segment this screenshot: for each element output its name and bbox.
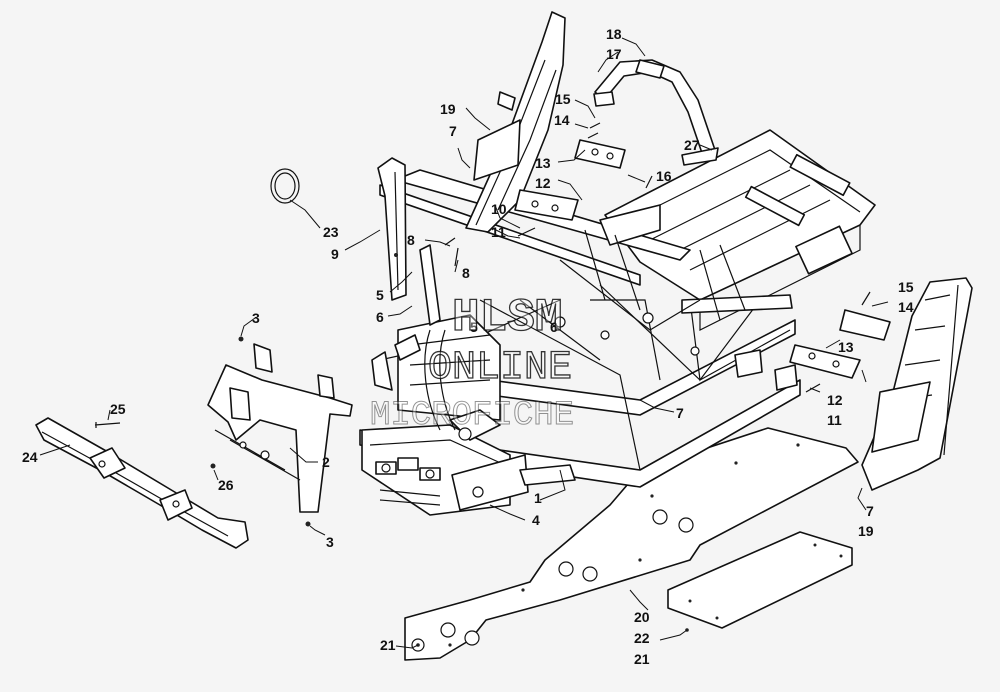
callout-7: 7 bbox=[676, 405, 684, 421]
callout-5: 5 bbox=[470, 319, 478, 335]
callout-7: 7 bbox=[866, 503, 874, 519]
watermark-line-2: ONLINE bbox=[428, 346, 572, 391]
callout-6: 6 bbox=[376, 309, 384, 325]
callout-23: 23 bbox=[323, 224, 339, 240]
callout-22: 22 bbox=[634, 630, 650, 646]
callout-8: 8 bbox=[407, 232, 415, 248]
callout-11: 11 bbox=[827, 412, 842, 428]
callout-13: 13 bbox=[535, 155, 551, 171]
callout-12: 12 bbox=[827, 392, 843, 408]
front-upright bbox=[377, 157, 407, 301]
callout-25: 25 bbox=[110, 401, 126, 417]
callout-9: 9 bbox=[331, 246, 339, 262]
callout-labels: 1 2 3 3 4 5 5 6 6 7 7 7 8 8 9 10 11 11 1… bbox=[22, 26, 914, 667]
callout-16: 16 bbox=[656, 168, 672, 184]
callout-2: 2 bbox=[322, 454, 330, 470]
callout-20: 20 bbox=[634, 609, 650, 625]
callout-11: 11 bbox=[491, 224, 506, 240]
clamp-ring bbox=[270, 168, 300, 204]
callout-14: 14 bbox=[554, 112, 570, 128]
callout-19: 19 bbox=[858, 523, 874, 539]
leader-lines bbox=[39, 37, 889, 649]
callout-24: 24 bbox=[22, 449, 38, 465]
callout-13: 13 bbox=[838, 339, 854, 355]
callout-6: 6 bbox=[550, 319, 558, 335]
callout-3: 3 bbox=[252, 310, 260, 326]
callout-26: 26 bbox=[218, 477, 234, 493]
callout-17: 17 bbox=[606, 46, 622, 62]
callout-8: 8 bbox=[462, 265, 470, 281]
watermark-line-1: HLSM bbox=[452, 292, 562, 344]
front-bumper bbox=[35, 417, 249, 549]
callout-21: 21 bbox=[380, 637, 396, 653]
callout-15: 15 bbox=[898, 279, 914, 295]
skid-plate bbox=[404, 427, 859, 661]
watermark-line-3: MICROFICHE bbox=[370, 397, 574, 435]
callout-19: 19 bbox=[440, 101, 456, 117]
front-guard bbox=[207, 343, 353, 513]
rops-right bbox=[861, 277, 973, 491]
callout-14: 14 bbox=[898, 299, 914, 315]
watermark: HLSM ONLINE MICROFICHE bbox=[370, 291, 575, 435]
main-frame bbox=[359, 129, 876, 516]
rops-left bbox=[465, 11, 566, 233]
callout-12: 12 bbox=[535, 175, 551, 191]
skid-plate-extension bbox=[667, 531, 853, 629]
callout-18: 18 bbox=[606, 26, 622, 42]
callout-4: 4 bbox=[532, 512, 540, 528]
callout-7: 7 bbox=[449, 123, 457, 139]
callout-5: 5 bbox=[376, 287, 384, 303]
mount-plates bbox=[514, 139, 891, 379]
callout-1: 1 bbox=[534, 490, 542, 506]
callout-10: 10 bbox=[491, 201, 507, 217]
callout-27: 27 bbox=[684, 137, 700, 153]
callout-3: 3 bbox=[326, 534, 334, 550]
callout-15: 15 bbox=[555, 91, 571, 107]
callout-21: 21 bbox=[634, 651, 650, 667]
